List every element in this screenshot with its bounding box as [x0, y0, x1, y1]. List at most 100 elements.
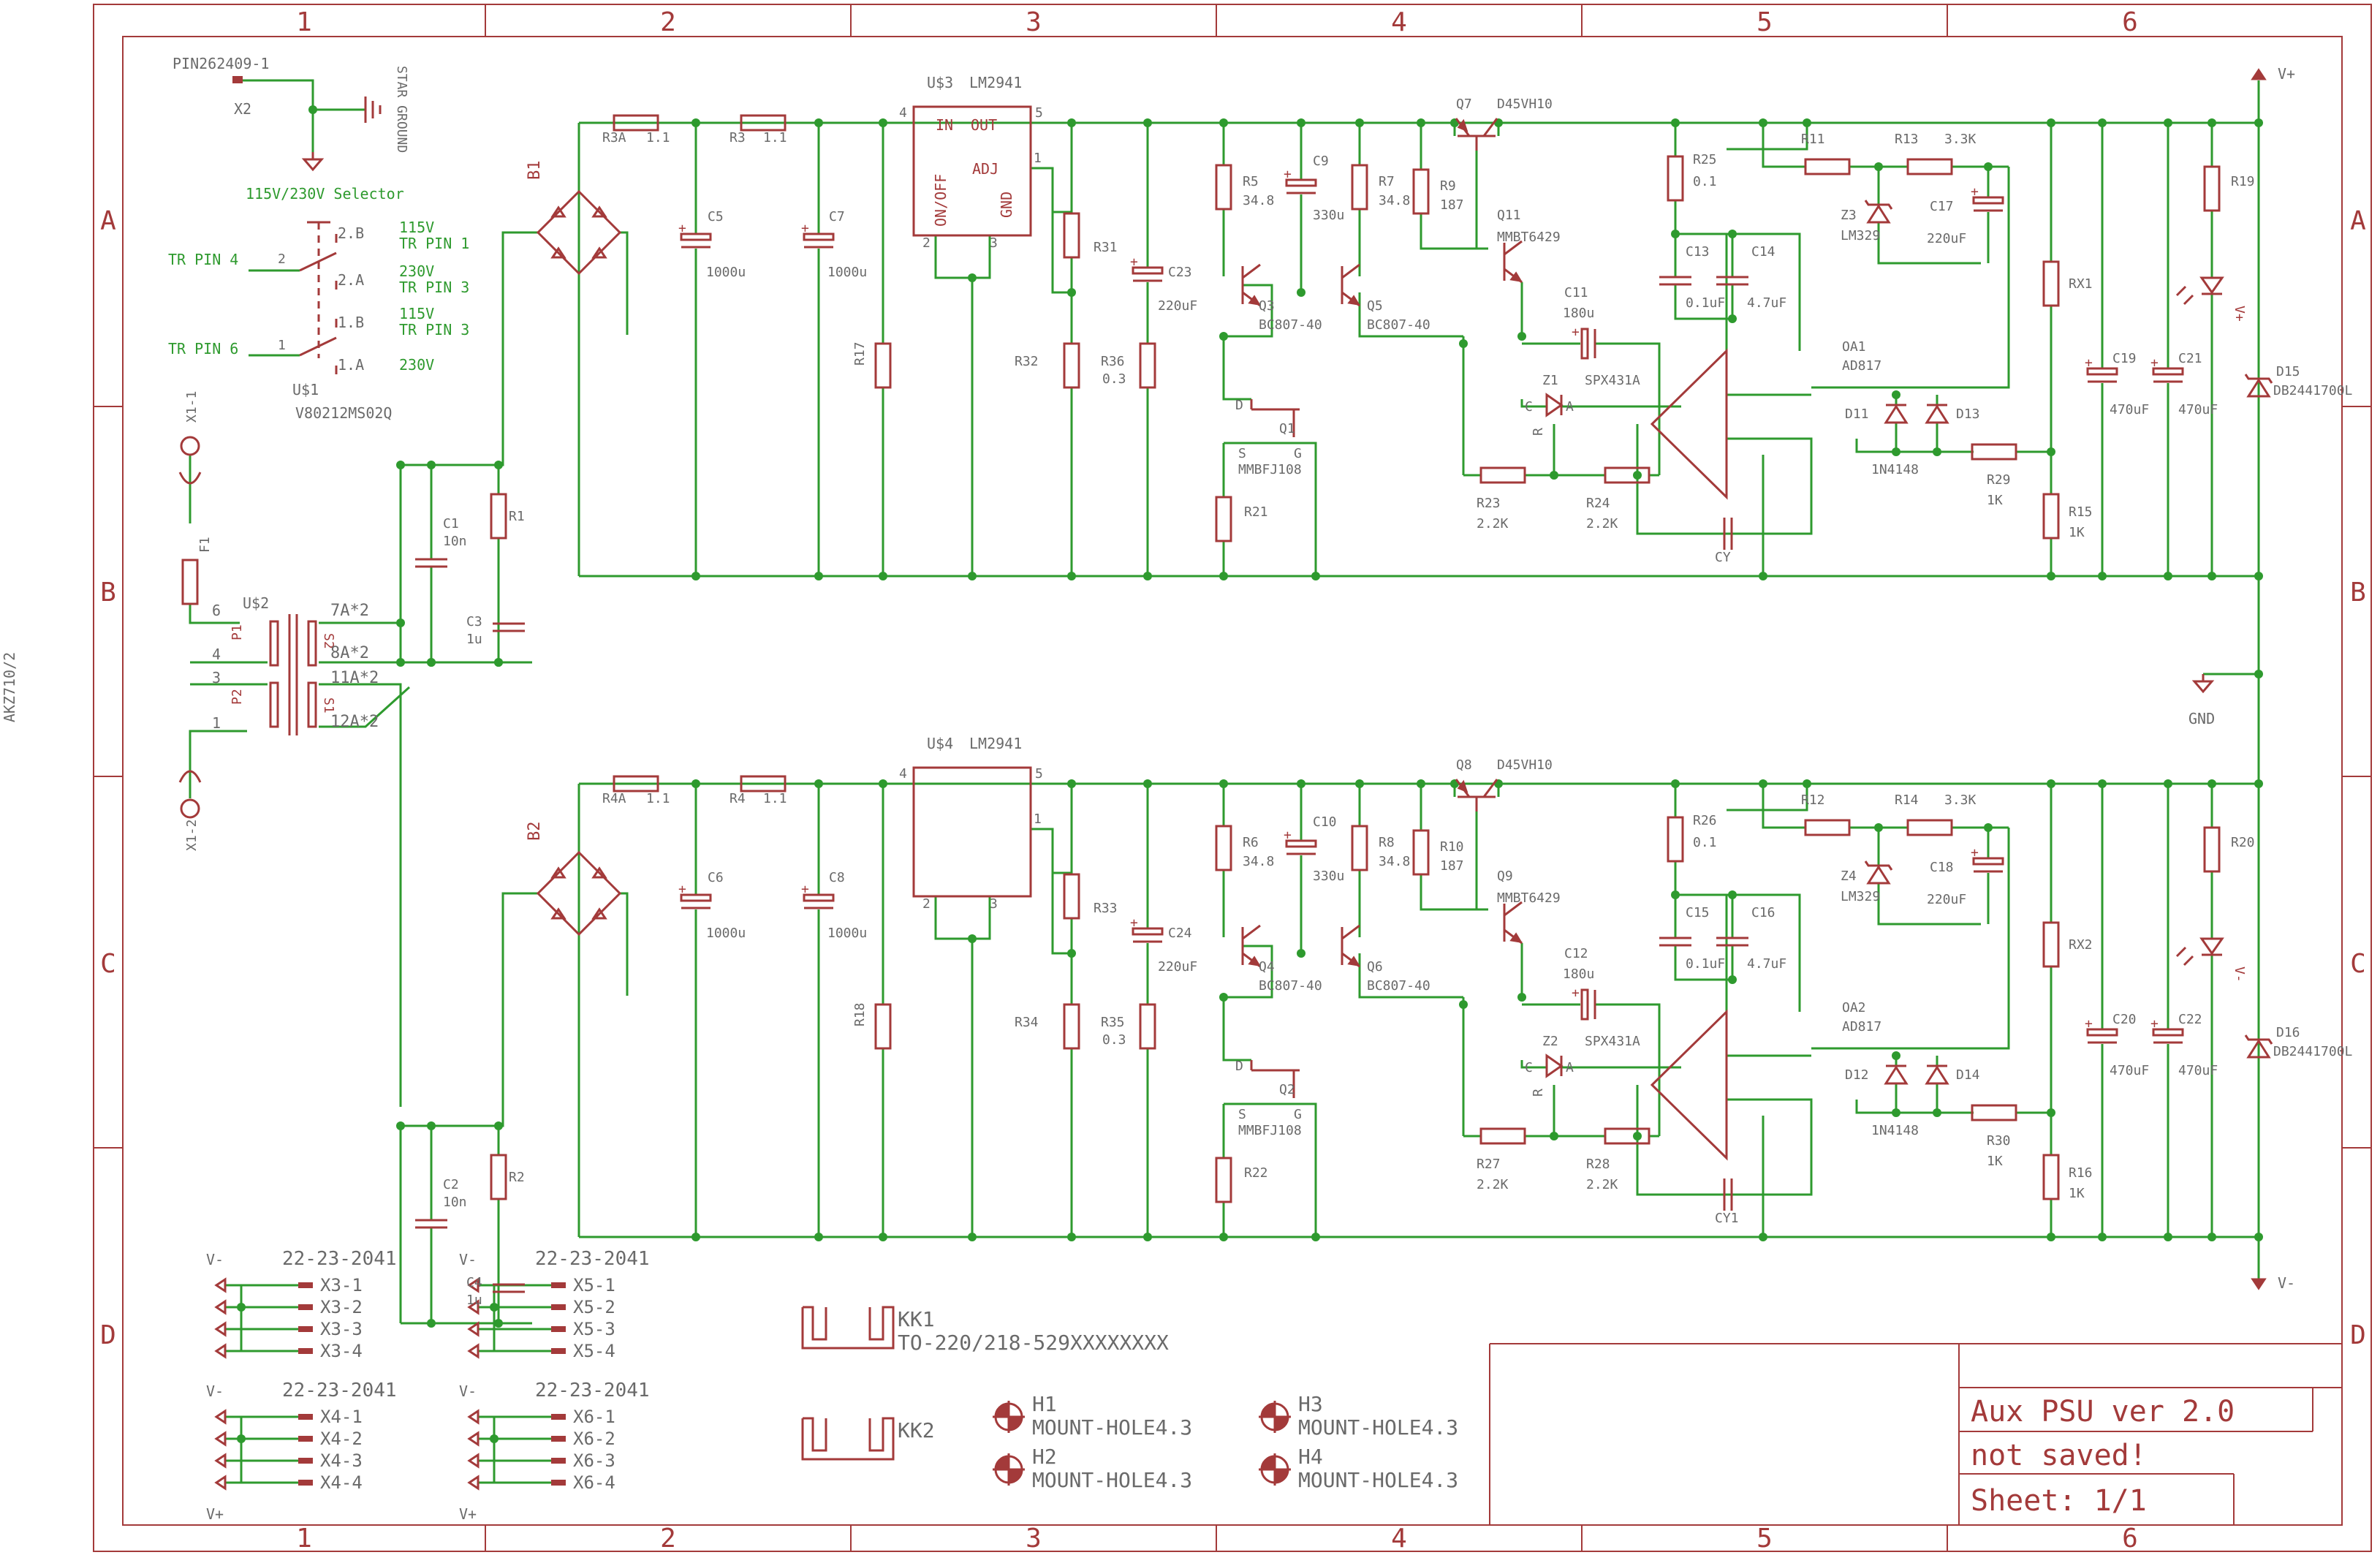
connector-pin [551, 1480, 566, 1486]
bottom-r29 [1971, 1104, 2017, 1121]
bottom-c7: + [801, 882, 835, 909]
svg-text:+: + [1284, 828, 1292, 843]
bottom-led [2175, 937, 2224, 966]
side-text: AKZ710/2 [1, 652, 18, 722]
label: Q9 [1497, 869, 1513, 884]
label: Z2 [1542, 1034, 1558, 1049]
top-r9 [1412, 168, 1430, 215]
label: F1 [197, 537, 213, 553]
top-r13 [1906, 158, 1953, 175]
label: C23 [1168, 265, 1192, 280]
label: MOUNT-HOLE4.3 [1298, 1415, 1458, 1439]
label: C9 [1313, 154, 1329, 169]
label: 4 [899, 105, 907, 121]
label: D [1235, 398, 1243, 413]
label: 220uF [1927, 892, 1966, 907]
bottom-r15 [2042, 1154, 2060, 1200]
status-text: not saved! [1971, 1439, 2147, 1472]
label: 6 [212, 602, 221, 619]
label: GND [998, 192, 1015, 218]
label: TR PIN 3 [399, 321, 469, 338]
label: 22-23-2041 [535, 1380, 650, 1401]
label: C13 [1686, 244, 1710, 260]
label: 7A*2 [330, 602, 369, 620]
label: TR PIN 4 [168, 251, 238, 268]
top-r5 [1215, 164, 1232, 211]
connector-pin [298, 1414, 313, 1420]
label: R28 [1586, 1157, 1610, 1172]
top-r1 [490, 493, 507, 540]
star-ground-icon [364, 97, 382, 123]
label: 3 [212, 669, 221, 686]
label: 220uF [1927, 231, 1966, 246]
transformer-u2 [269, 614, 317, 735]
title-text: Aux PSU ver 2.0 [1971, 1395, 2235, 1429]
label: X4-2 [320, 1429, 363, 1449]
bottom-c11: + [1572, 985, 1596, 1021]
label: Q3 [1259, 298, 1275, 314]
label: CY [1715, 550, 1731, 565]
label: R10 [1440, 839, 1464, 855]
label: 1.B [338, 314, 364, 331]
label: 1K [2069, 525, 2085, 540]
label: C18 [1930, 860, 1954, 875]
label: Q5 [1367, 298, 1383, 314]
label: U$2 [243, 594, 269, 612]
label: C11 [1564, 285, 1588, 300]
label: 1000u [706, 265, 746, 280]
label: C1 [443, 516, 459, 531]
label: X5-2 [573, 1297, 615, 1317]
label: X3-1 [320, 1275, 363, 1295]
top-r32 [1063, 342, 1080, 389]
label: V+ [2278, 65, 2295, 83]
label: V- [459, 1251, 477, 1268]
label: X2 [234, 100, 251, 118]
label: R4A [602, 791, 626, 806]
label: G [1294, 446, 1302, 461]
label: SPX431A [1585, 373, 1640, 388]
top-r24 [1604, 466, 1651, 484]
label: R25 [1693, 152, 1717, 167]
label: D45VH10 [1497, 97, 1553, 112]
top-q3 [1241, 263, 1261, 307]
label: CY1 [1715, 1211, 1739, 1226]
label: R34 [1015, 1015, 1039, 1030]
label: 470uF [2178, 402, 2218, 417]
row-label: A [2350, 206, 2366, 236]
top-q11 [1503, 240, 1523, 284]
label: A [1566, 399, 1574, 415]
label: 3.3K [1944, 132, 1977, 147]
label: 220uF [1158, 959, 1197, 975]
label: C17 [1930, 199, 1954, 214]
fuse-f1 [181, 559, 199, 605]
label: ADJ [972, 160, 998, 178]
label: DB2441700L [2273, 1044, 2353, 1059]
label: KK1 [898, 1307, 935, 1331]
label: X5-3 [573, 1319, 615, 1339]
label: R19 [2231, 174, 2255, 189]
label: C10 [1313, 814, 1337, 830]
bottom-bridge [536, 850, 622, 937]
label: R24 [1586, 496, 1610, 511]
label: R5 [1243, 174, 1259, 189]
label: SPX431A [1585, 1034, 1640, 1049]
label: D14 [1956, 1067, 1980, 1083]
top-z1 [1545, 393, 1564, 417]
bottom-r25 [1667, 816, 1684, 863]
label: R14 [1895, 792, 1919, 808]
label: 1 [278, 338, 286, 353]
label: 2 [922, 235, 931, 251]
label: X5-1 [573, 1275, 615, 1295]
label: X6-4 [573, 1472, 615, 1493]
sheet-text: Sheet: 1/1 [1971, 1484, 2147, 1518]
label: 230V [399, 356, 434, 374]
label: X4-1 [320, 1407, 363, 1427]
row-label: B [100, 578, 116, 608]
col-label: 2 [660, 7, 676, 37]
label: 1 [1034, 811, 1042, 827]
label: 1N4148 [1871, 1123, 1919, 1138]
label: Z4 [1841, 869, 1857, 884]
bottom-c14 [1716, 937, 1748, 947]
label: TR PIN 3 [399, 279, 469, 296]
